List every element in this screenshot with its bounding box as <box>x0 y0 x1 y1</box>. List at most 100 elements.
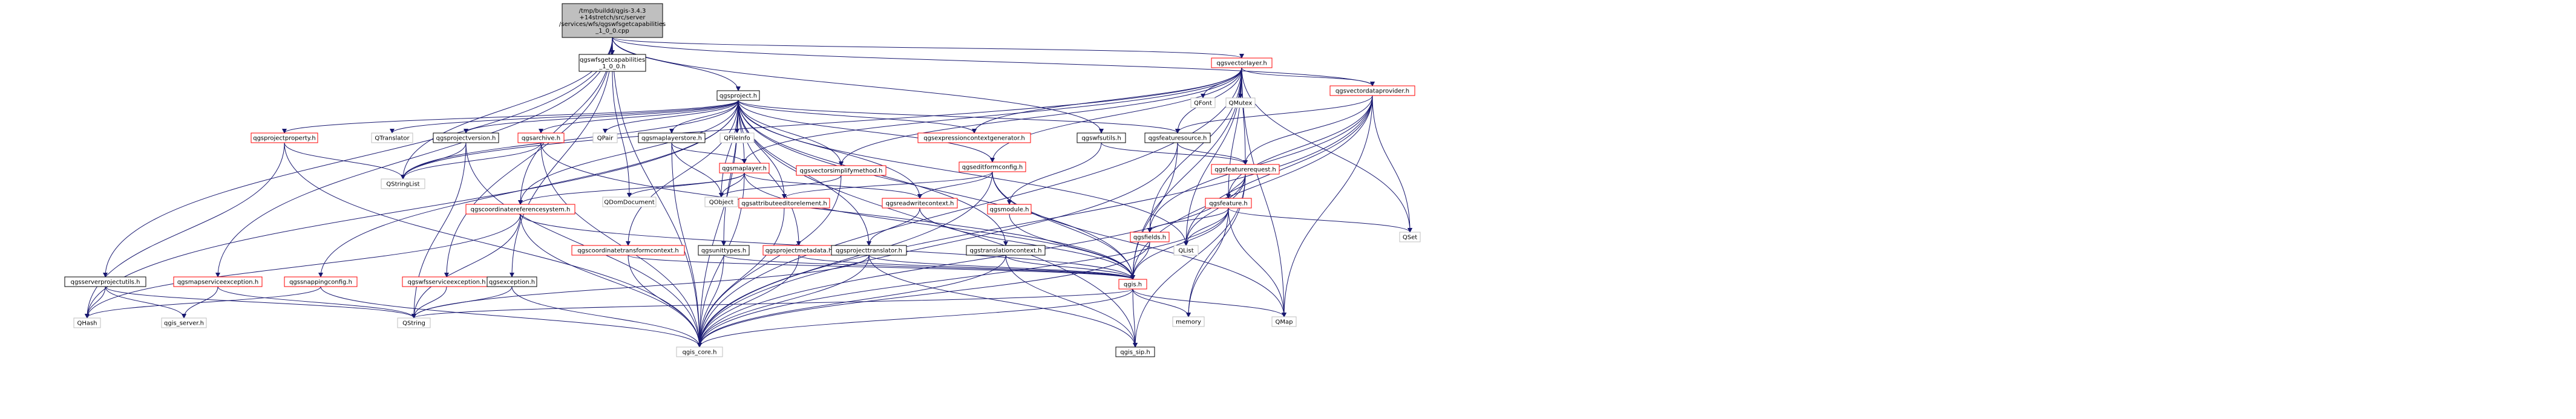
node-label: qgsvectorsimplifymethod.h <box>800 168 883 175</box>
edge-qgsfields-to-qgis <box>1130 241 1150 280</box>
node-qgs_server: qgis_server.h <box>161 317 207 328</box>
node-qgsfeature[interactable]: qgsfeature.h <box>1205 198 1252 209</box>
node-qgsunittypes[interactable]: qgsunittypes.h <box>698 245 750 256</box>
edge-root-to-qgsvectordataprovider <box>612 37 1375 86</box>
node-label: qgssnappingconfig.h <box>289 279 352 286</box>
node-label: qgswfsutils.h <box>1081 135 1121 142</box>
node-box <box>719 163 770 174</box>
node-box <box>917 132 1031 143</box>
node-label: QStringList <box>386 181 419 188</box>
node-label: qgsvectordataprovider.h <box>1336 88 1409 95</box>
node-label: qgsvectorlayer.h <box>1216 60 1267 67</box>
node-box <box>1115 346 1155 357</box>
node-qstringlist: QStringList <box>381 178 425 189</box>
node-box <box>1211 57 1273 68</box>
node-box <box>487 276 537 287</box>
node-qgsprojectmetadata[interactable]: qgsprojectmetadata.h <box>762 245 835 256</box>
node-box <box>1173 245 1199 256</box>
edge-qgseditformconfig-to-qgis <box>992 171 1135 280</box>
node-getcap[interactable]: qgswfsgetcapabilities_1_0_0.h <box>578 54 646 72</box>
edge-root-to-qgsproject <box>612 37 741 91</box>
edge-qgsexception-to-qstring <box>411 286 513 319</box>
node-qgswfsutils[interactable]: qgswfsutils.h <box>1077 132 1126 143</box>
node-qgsfeaturerequest[interactable]: qgsfeaturerequest.h <box>1211 164 1280 175</box>
node-box <box>1130 232 1170 242</box>
edge-qgseditformconfig-to-qmap <box>992 171 1286 317</box>
node-qgis[interactable]: qgis.h <box>1118 279 1147 290</box>
node-qgis_sip[interactable]: qgis_sip.h <box>1115 346 1155 357</box>
node-qgsfields[interactable]: qgsfields.h <box>1130 232 1170 242</box>
edge-qgis-to-memory <box>1132 288 1191 317</box>
edge-qgsvectorlayer-to-qgsvectorsimplifymethod <box>839 67 1242 166</box>
node-qgsmaplayer[interactable]: qgsmaplayer.h <box>719 163 770 174</box>
edge-qgsproject-to-qgsarchive <box>539 100 739 134</box>
node-qgssnappingconfig[interactable]: qgssnappingconfig.h <box>284 276 358 287</box>
node-qgsmodule[interactable]: qgsmodule.h <box>987 204 1032 215</box>
edge-qgsmaplayer-to-qgis <box>744 172 1135 280</box>
node-label: qgis.h <box>1124 282 1142 288</box>
node-qgsproject[interactable]: qgsproject.h <box>716 90 760 101</box>
edge-qgsprojectversion-to-qgis_core <box>465 142 702 348</box>
node-qgsmapserviceexception[interactable]: qgsmapserviceexception.h <box>173 276 263 287</box>
node-qgsreadwritecontext[interactable]: qgsreadwritecontext.h <box>882 198 958 209</box>
node-qgsexception[interactable]: qgsexception.h <box>487 276 537 287</box>
node-qgstranslationcontext[interactable]: qgstranslationcontext.h <box>966 245 1046 256</box>
node-qgsmaplayerstore[interactable]: qgsmaplayerstore.h <box>638 132 706 143</box>
node-box <box>987 204 1032 215</box>
edge-qgsvectorlayer-to-qgsmaplayer <box>742 67 1242 164</box>
edge-root-to-qgsvectorlayer <box>612 37 1244 59</box>
edge-qgsprojectmetadata-to-qgis <box>798 255 1135 280</box>
edge-qgsvectorlayer-to-qstringlist <box>401 67 1242 180</box>
edge-qgsfields-to-qgis_core <box>697 241 1150 348</box>
node-label: QList <box>1178 248 1193 255</box>
node-label: qgsfeaturerequest.h <box>1214 167 1276 174</box>
node-box <box>251 132 318 143</box>
node-qgsexpressioncontextgenerator[interactable]: qgsexpressioncontextgenerator.h <box>917 132 1031 143</box>
edge-qgsmodule-to-qgis <box>1009 213 1135 280</box>
edge-qgsproject-to-qgis_core <box>697 100 739 348</box>
node-root[interactable]: /tmp/buildd/qgis-3.4.3+14stretch/src/ser… <box>559 3 666 38</box>
node-qgsvectorlayer[interactable]: qgsvectorlayer.h <box>1211 57 1273 68</box>
node-box <box>638 132 706 143</box>
node-qgsvectorsimplifymethod[interactable]: qgsvectorsimplifymethod.h <box>796 165 887 176</box>
node-qgsprojecttranslator[interactable]: qgsprojecttranslator.h <box>831 245 907 256</box>
edge-qgsvectordataprovider-to-qgsfeature <box>1226 95 1373 199</box>
node-qgsarchive[interactable]: qgsarchive.h <box>517 132 565 143</box>
node-label: QFileInfo <box>724 135 750 142</box>
node-qgscoordinatetransformcontext[interactable]: qgscoordinatetransformcontext.h <box>571 245 685 256</box>
node-box <box>465 204 575 215</box>
node-qgscoordinatereferencesystem[interactable]: qgscoordinatereferencesystem.h <box>465 204 575 215</box>
node-label: /tmp/buildd/qgis-3.4.3 <box>579 8 646 15</box>
node-box <box>562 3 663 38</box>
node-qgseditformconfig[interactable]: qgseditformconfig.h <box>959 161 1026 172</box>
node-box <box>1271 316 1297 327</box>
node-box <box>719 132 755 143</box>
node-label: qgsprojecttranslator.h <box>836 248 902 255</box>
edge-qgsproject-to-qgsprojectversion <box>464 100 739 134</box>
node-qgsprojectversion[interactable]: qgsprojectversion.h <box>433 132 499 143</box>
edge-qgsfeature-to-qgis <box>1130 207 1229 280</box>
node-qgsvectordataprovider[interactable]: qgsvectordataprovider.h <box>1329 85 1415 96</box>
edge-qgscoordinatereferencesystem-to-qhash <box>85 213 521 319</box>
node-qgswfsserviceexception[interactable]: qgswfsserviceexception.h <box>402 276 491 287</box>
node-qgsserverprojectutils[interactable]: qgsserverprojectutils.h <box>64 276 146 287</box>
edge-qgsfeature-to-qlist <box>1184 207 1229 246</box>
node-label: qgsprojectversion.h <box>436 135 496 142</box>
node-box <box>397 317 431 328</box>
edge-qgscoordinatetransformcontext-to-qgis_core <box>628 255 702 348</box>
edge-qgsproject-to-qgsprojectproperty <box>282 100 739 134</box>
edge-getcap-to-qdomdocument <box>612 71 632 198</box>
node-label: qgsunittypes.h <box>701 248 746 255</box>
node-qgsattributeeditorelement[interactable]: qgsattributeeditorelement.h <box>738 198 830 209</box>
node-box <box>284 276 358 287</box>
node-label: QTranslator <box>375 135 410 142</box>
edge-qgsunittypes-to-qgis_core <box>697 255 724 348</box>
edge-qgsprojecttranslator-to-qgis_sip <box>868 255 1138 348</box>
node-qhash: QHash <box>73 317 101 328</box>
edge-root-to-qgsmapserviceexception <box>215 37 613 278</box>
edge-qgsvectordataprovider-to-qgsfeaturerequest <box>1243 95 1373 165</box>
node-qgsfeaturesource[interactable]: qgsfeaturesource.h <box>1144 132 1211 143</box>
node-qgsprojectproperty[interactable]: qgsprojectproperty.h <box>251 132 318 143</box>
node-label: QDomDocument <box>604 200 654 206</box>
node-label: QSet <box>1403 235 1417 241</box>
